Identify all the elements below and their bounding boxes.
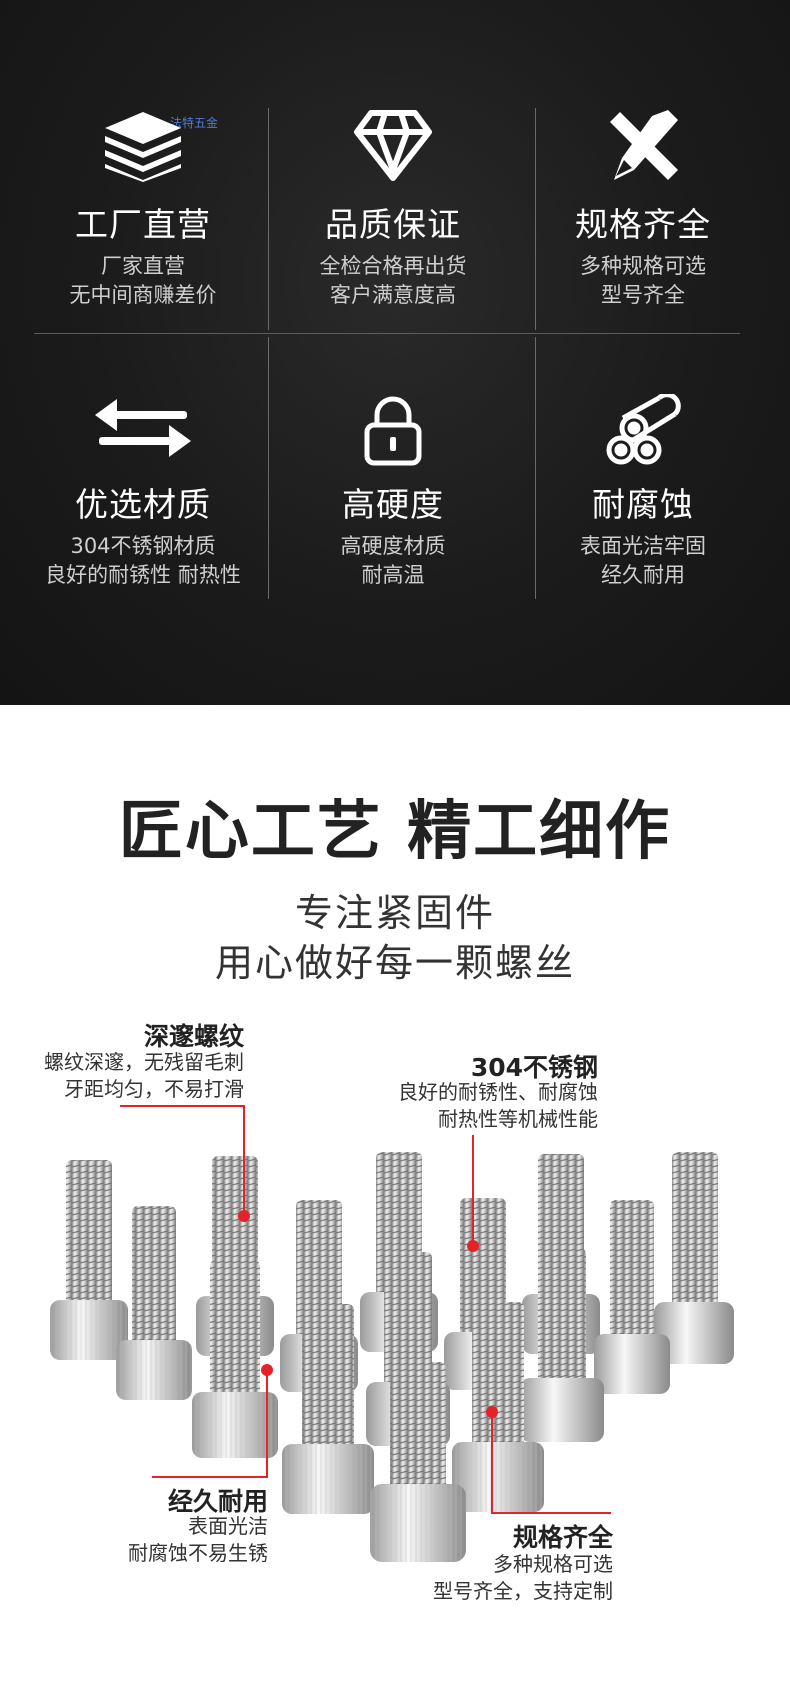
- feature-title: 工厂直营: [75, 205, 211, 244]
- feature-desc-line1: 多种规格可选: [580, 254, 706, 278]
- divider: [535, 337, 536, 599]
- callout-title-specs: 规格齐全: [512, 1523, 613, 1552]
- callout-text-specs-2: 型号齐全，支持定制: [433, 1579, 613, 1603]
- callout-text-durable-2: 耐腐蚀不易生锈: [128, 1541, 268, 1565]
- diamond-icon: [354, 110, 432, 181]
- callout-dot-specs: [486, 1406, 498, 1418]
- pencil-ruler-icon: [610, 110, 678, 180]
- callout-line-durable: [266, 1370, 268, 1478]
- divider: [34, 333, 740, 334]
- callout-text-durable-1: 表面光洁: [188, 1514, 268, 1538]
- feature-desc-line1: 全检合格再出货: [319, 254, 467, 278]
- feature-desc-line2: 客户满意度高: [330, 283, 456, 307]
- feature-desc-line1: 高硬度材质: [340, 534, 446, 558]
- feature-title: 规格齐全: [575, 205, 711, 244]
- feature-desc-line1: 304不锈钢材质: [70, 534, 216, 558]
- callout-text-thread-1: 螺纹深邃，无残留毛刺: [44, 1050, 244, 1074]
- stacked-layers-icon: [105, 112, 181, 182]
- watermark: 法特五金: [170, 116, 219, 130]
- callout-line-specs: [491, 1512, 611, 1514]
- callout-text-steel-2: 耐热性等机械性能: [438, 1107, 598, 1131]
- subline-2: 用心做好每一颗螺丝: [214, 941, 575, 985]
- feature-desc-line1: 厂家直营: [101, 254, 185, 278]
- divider: [535, 108, 536, 330]
- callout-line-durable: [152, 1476, 268, 1478]
- callout-line-steel: [472, 1135, 474, 1247]
- feature-desc-line1: 表面光洁牢固: [580, 534, 706, 558]
- callout-title-steel: 304不锈钢: [470, 1053, 598, 1082]
- feature-desc-line2: 无中间商赚差价: [69, 283, 217, 307]
- feature-desc-line2: 耐高温: [361, 563, 425, 587]
- callout-title-durable: 经久耐用: [167, 1487, 268, 1516]
- headline: 匠心工艺 精工细作: [118, 795, 672, 869]
- callout-line-thread: [120, 1105, 244, 1107]
- feature-title: 高硬度: [342, 485, 444, 524]
- callout-dot-durable: [261, 1364, 273, 1376]
- feature-title: 耐腐蚀: [592, 485, 694, 524]
- callout-title-thread: 深邃螺纹: [143, 1022, 244, 1051]
- divider: [268, 337, 269, 599]
- feature-desc-line2: 型号齐全: [601, 283, 685, 307]
- feature-title: 品质保证: [325, 205, 461, 244]
- callout-dot-thread: [238, 1210, 250, 1222]
- subline-1: 专注紧固件: [294, 891, 495, 935]
- padlock-icon: [364, 396, 422, 466]
- exchange-arrows-icon: [95, 399, 191, 457]
- feature-desc-line2: 经久耐用: [601, 563, 685, 587]
- divider: [268, 108, 269, 330]
- features-panel: 法特五金 工厂直营 厂家直营 无中间商赚差价 品质保证 全检合格再出货: [0, 0, 790, 705]
- callout-dot-steel: [467, 1240, 479, 1252]
- feature-desc-line2: 良好的耐锈性 耐热性: [45, 563, 241, 587]
- pipes-icon: [606, 394, 681, 465]
- screw-group: [50, 1152, 734, 1562]
- callout-text-specs-1: 多种规格可选: [493, 1552, 613, 1576]
- callout-line-thread: [243, 1105, 245, 1215]
- callout-line-specs: [491, 1412, 493, 1514]
- feature-title: 优选材质: [75, 485, 211, 524]
- callout-text-thread-2: 牙距均匀，不易打滑: [64, 1077, 244, 1101]
- callout-text-steel-1: 良好的耐锈性、耐腐蚀: [398, 1080, 598, 1104]
- screws-product-image: [50, 1152, 734, 1562]
